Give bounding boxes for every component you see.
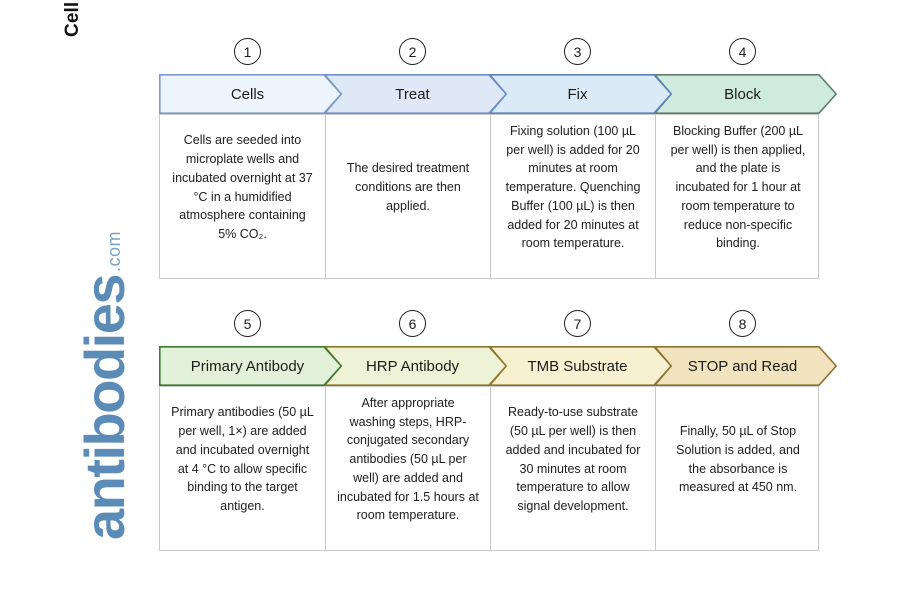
- step-description-text: The desired treatment conditions are the…: [346, 161, 470, 213]
- chevron-step[interactable]: Fix: [489, 74, 672, 114]
- step-description-cell: Cells are seeded into microplate wells a…: [160, 115, 325, 278]
- step-description-text: Fixing solution (100 µL per well) is add…: [505, 123, 641, 251]
- chevron-shape: [159, 74, 342, 114]
- step-number-badge: 4: [729, 38, 756, 65]
- step-description-cell: Finally, 50 µL of Stop Solution is added…: [655, 387, 820, 550]
- chevron-band: Primary Antibody HRP Antibody TMB Substrat…: [159, 346, 837, 386]
- page-title: Cell Based ELISA Kits Quick Protocol: [60, 0, 116, 86]
- step-number-badge: 8: [729, 310, 756, 337]
- step-number-badge: 6: [399, 310, 426, 337]
- step-number-badge: 7: [564, 310, 591, 337]
- step-description-row: Primary antibodies (50 µL per well, 1×) …: [159, 386, 819, 551]
- step-description-row: Cells are seeded into microplate wells a…: [159, 114, 819, 279]
- step-description-cell: After appropriate washing steps, HRP-con…: [325, 387, 490, 550]
- step-number-badge: 5: [234, 310, 261, 337]
- chevron-step-label: Fix: [567, 85, 588, 103]
- chevron-step-label: STOP and Read: [687, 357, 798, 375]
- step-number-badge: 3: [564, 38, 591, 65]
- step-description-text: Ready-to-use substrate (50 µL per well) …: [505, 405, 641, 513]
- step-description-cell: Ready-to-use substrate (50 µL per well) …: [490, 387, 655, 550]
- chevron-band: Cells Treat Fix Block: [159, 74, 837, 114]
- chevron-step-label: HRP Antibody: [365, 357, 460, 375]
- brand-wordmark: antibodies: [72, 274, 136, 540]
- step-description-cell: Fixing solution (100 µL per well) is add…: [490, 115, 655, 278]
- step-description-text: After appropriate washing steps, HRP-con…: [337, 395, 479, 523]
- step-description-text: Primary antibodies (50 µL per well, 1×) …: [171, 405, 314, 513]
- chevron-shape: [159, 346, 342, 386]
- brand-logo: antibodies .com: [60, 231, 136, 540]
- step-number-badge: 2: [399, 38, 426, 65]
- chevron-step-label: Block: [724, 85, 761, 103]
- chevron-step[interactable]: HRP Antibody: [324, 346, 507, 386]
- step-description-text: Cells are seeded into microplate wells a…: [172, 133, 313, 241]
- chevron-step-label: Cells: [230, 85, 265, 103]
- chevron-step[interactable]: Cells: [159, 74, 342, 114]
- step-description-text: Blocking Buffer (200 µL per well) is the…: [670, 123, 806, 251]
- brand-tld: .com: [104, 230, 124, 272]
- chevron-step[interactable]: Treat: [324, 74, 507, 114]
- chevron-step-label: Primary Antibody: [190, 357, 305, 375]
- step-description-cell: Blocking Buffer (200 µL per well) is the…: [655, 115, 820, 278]
- chevron-step[interactable]: STOP and Read: [654, 346, 837, 386]
- chevron-step[interactable]: Primary Antibody: [159, 346, 342, 386]
- chevron-step[interactable]: TMB Substrate: [489, 346, 672, 386]
- chevron-step[interactable]: Block: [654, 74, 837, 114]
- step-description-cell: The desired treatment conditions are the…: [325, 115, 490, 278]
- step-description-text: Finally, 50 µL of Stop Solution is added…: [676, 424, 800, 495]
- chevron-step-label: Treat: [395, 85, 430, 103]
- step-number-strip: 1 2 3 4: [159, 38, 837, 74]
- step-number-badge: 1: [234, 38, 261, 65]
- chevron-step-label: TMB Substrate: [527, 357, 628, 375]
- step-description-cell: Primary antibodies (50 µL per well, 1×) …: [160, 387, 325, 550]
- step-number-strip: 5 6 7 8: [159, 310, 837, 346]
